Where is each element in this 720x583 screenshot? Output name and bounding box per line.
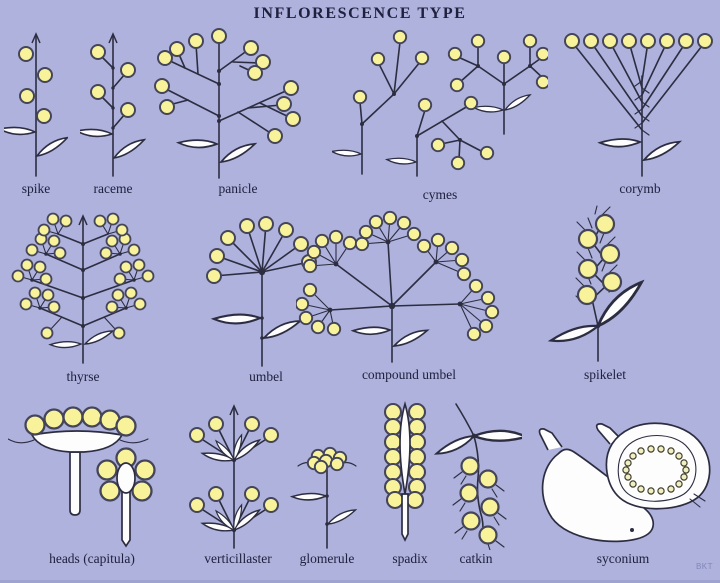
cymes-diagram [332,29,548,177]
flowers [564,33,713,49]
figure-cymes: cymes [332,24,548,203]
figure-compound-umbel: compound umbel [296,206,522,383]
receptacle-side-view [8,430,149,516]
figure-label: verticillaster [204,551,272,566]
figure-spadix: spadix [372,398,448,567]
leaves [598,132,683,162]
syconium-diagram [538,422,711,543]
glomerule-diagram [291,446,358,549]
stem [359,41,545,177]
catkin-diagram [433,403,522,550]
panicle-diagram [154,28,301,179]
figure-spike: spike [4,28,68,197]
spadix-diagram [383,400,427,542]
leaves [548,279,651,343]
leaves [212,307,304,340]
stem [571,41,706,177]
figure-label: catkin [459,551,493,566]
thyrse-diagram [11,212,155,364]
inner-flowers [622,445,690,495]
leaves [433,422,522,456]
figure-label: thyrse [66,369,100,384]
receptacle-face-view [96,447,156,548]
figure-syconium: syconium [528,398,718,567]
figure-raceme: raceme [80,28,146,197]
page-title: INFLORESCENCE TYPE [253,5,467,22]
figure-label: compound umbel [361,367,457,382]
figure-label: umbel [249,369,283,384]
figure-corymb: corymb [562,26,718,197]
figure-glomerule: glomerule [290,400,364,567]
figure-panicle: panicle [148,26,328,197]
flowers [306,446,348,475]
figure-label: glomerule [299,551,355,566]
compound-umbel-diagram [296,210,500,363]
flowers [459,456,500,545]
figure-thyrse: thyrse [2,206,164,385]
figure-label: raceme [93,181,133,196]
figure-label: spadix [392,551,428,566]
raceme-diagram [80,33,146,177]
umbel-diagram [206,216,317,367]
figure-label: cymes [422,187,458,202]
figure-label: corymb [619,181,661,196]
cut-fig [595,422,711,510]
leaves [352,321,431,348]
figure-heads-capitula: heads (capitula) [8,398,176,567]
spikelet-diagram [548,205,651,362]
figure-label: heads (capitula) [49,551,135,566]
leaves [201,434,264,539]
verticillaster-diagram [189,405,279,549]
spike-diagram [4,33,68,177]
figure-umbel: umbel [196,210,336,385]
figure-verticillaster: verticillaster [182,398,294,567]
figure-label: syconium [596,551,650,566]
leaves [177,132,259,164]
stem [100,33,126,177]
figure-label: spike [21,181,51,196]
figure-catkin: catkin [430,398,522,567]
watermark: BKT [695,562,713,571]
whole-fig [538,428,655,543]
figure-label: spikelet [584,367,626,382]
leaves [291,487,358,526]
stem [213,223,310,367]
spadix-axis [399,400,411,542]
corymb-diagram [564,33,713,177]
heads-diagram [8,406,156,548]
flowers [154,28,301,144]
stem [31,33,41,177]
stem [297,461,357,549]
figure-label: panicle [218,181,258,196]
figure-spikelet: spikelet [540,204,670,383]
